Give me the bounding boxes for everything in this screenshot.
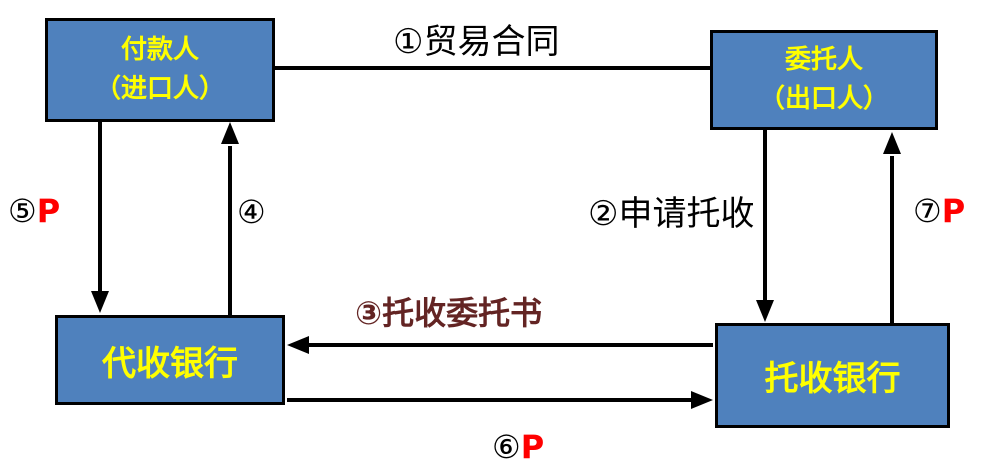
label-step5-number: ⑤	[8, 192, 37, 230]
edge-payer-to-collecting-arrowhead	[91, 291, 109, 313]
label-collection-order: ③托收委托书	[355, 294, 543, 332]
label-step7: ⑦P	[913, 192, 965, 230]
label-trade-contract: ①贸易合同	[393, 22, 560, 62]
label-step6-p: P	[520, 428, 545, 466]
edge-collecting-to-remitting-arrowhead	[691, 391, 713, 409]
node-payer-subtitle: （进口人）	[94, 74, 225, 104]
label-step7-p: P	[941, 192, 966, 230]
label-apply-collection: ②申请托收	[588, 194, 755, 234]
node-collecting-bank: 代收银行	[55, 315, 285, 405]
edge-collecting-to-payer-arrowhead	[221, 122, 239, 144]
node-remitting-bank-title: 托收银行	[764, 359, 901, 399]
label-step4: ④	[237, 193, 266, 231]
label-step6: ⑥P	[492, 428, 544, 466]
node-payer-title: 付款人	[120, 35, 199, 65]
node-payer: 付款人 （进口人）	[45, 18, 275, 122]
node-principal: 委托人 （出口人）	[710, 30, 938, 130]
edge-remitting-to-collecting-arrowhead	[287, 336, 309, 354]
node-principal-title: 委托人	[784, 45, 863, 75]
edge-principal-to-remitting-arrowhead	[756, 300, 774, 322]
label-step7-number: ⑦	[913, 192, 942, 230]
node-remitting-bank: 托收银行	[715, 323, 950, 428]
label-step5: ⑤P	[8, 192, 60, 230]
label-step5-p: P	[36, 192, 61, 230]
label-step6-number: ⑥	[492, 428, 521, 466]
edge-remitting-to-principal-arrowhead	[883, 132, 901, 154]
node-collecting-bank-title: 代收银行	[102, 343, 238, 384]
node-principal-subtitle: （出口人）	[758, 84, 889, 114]
